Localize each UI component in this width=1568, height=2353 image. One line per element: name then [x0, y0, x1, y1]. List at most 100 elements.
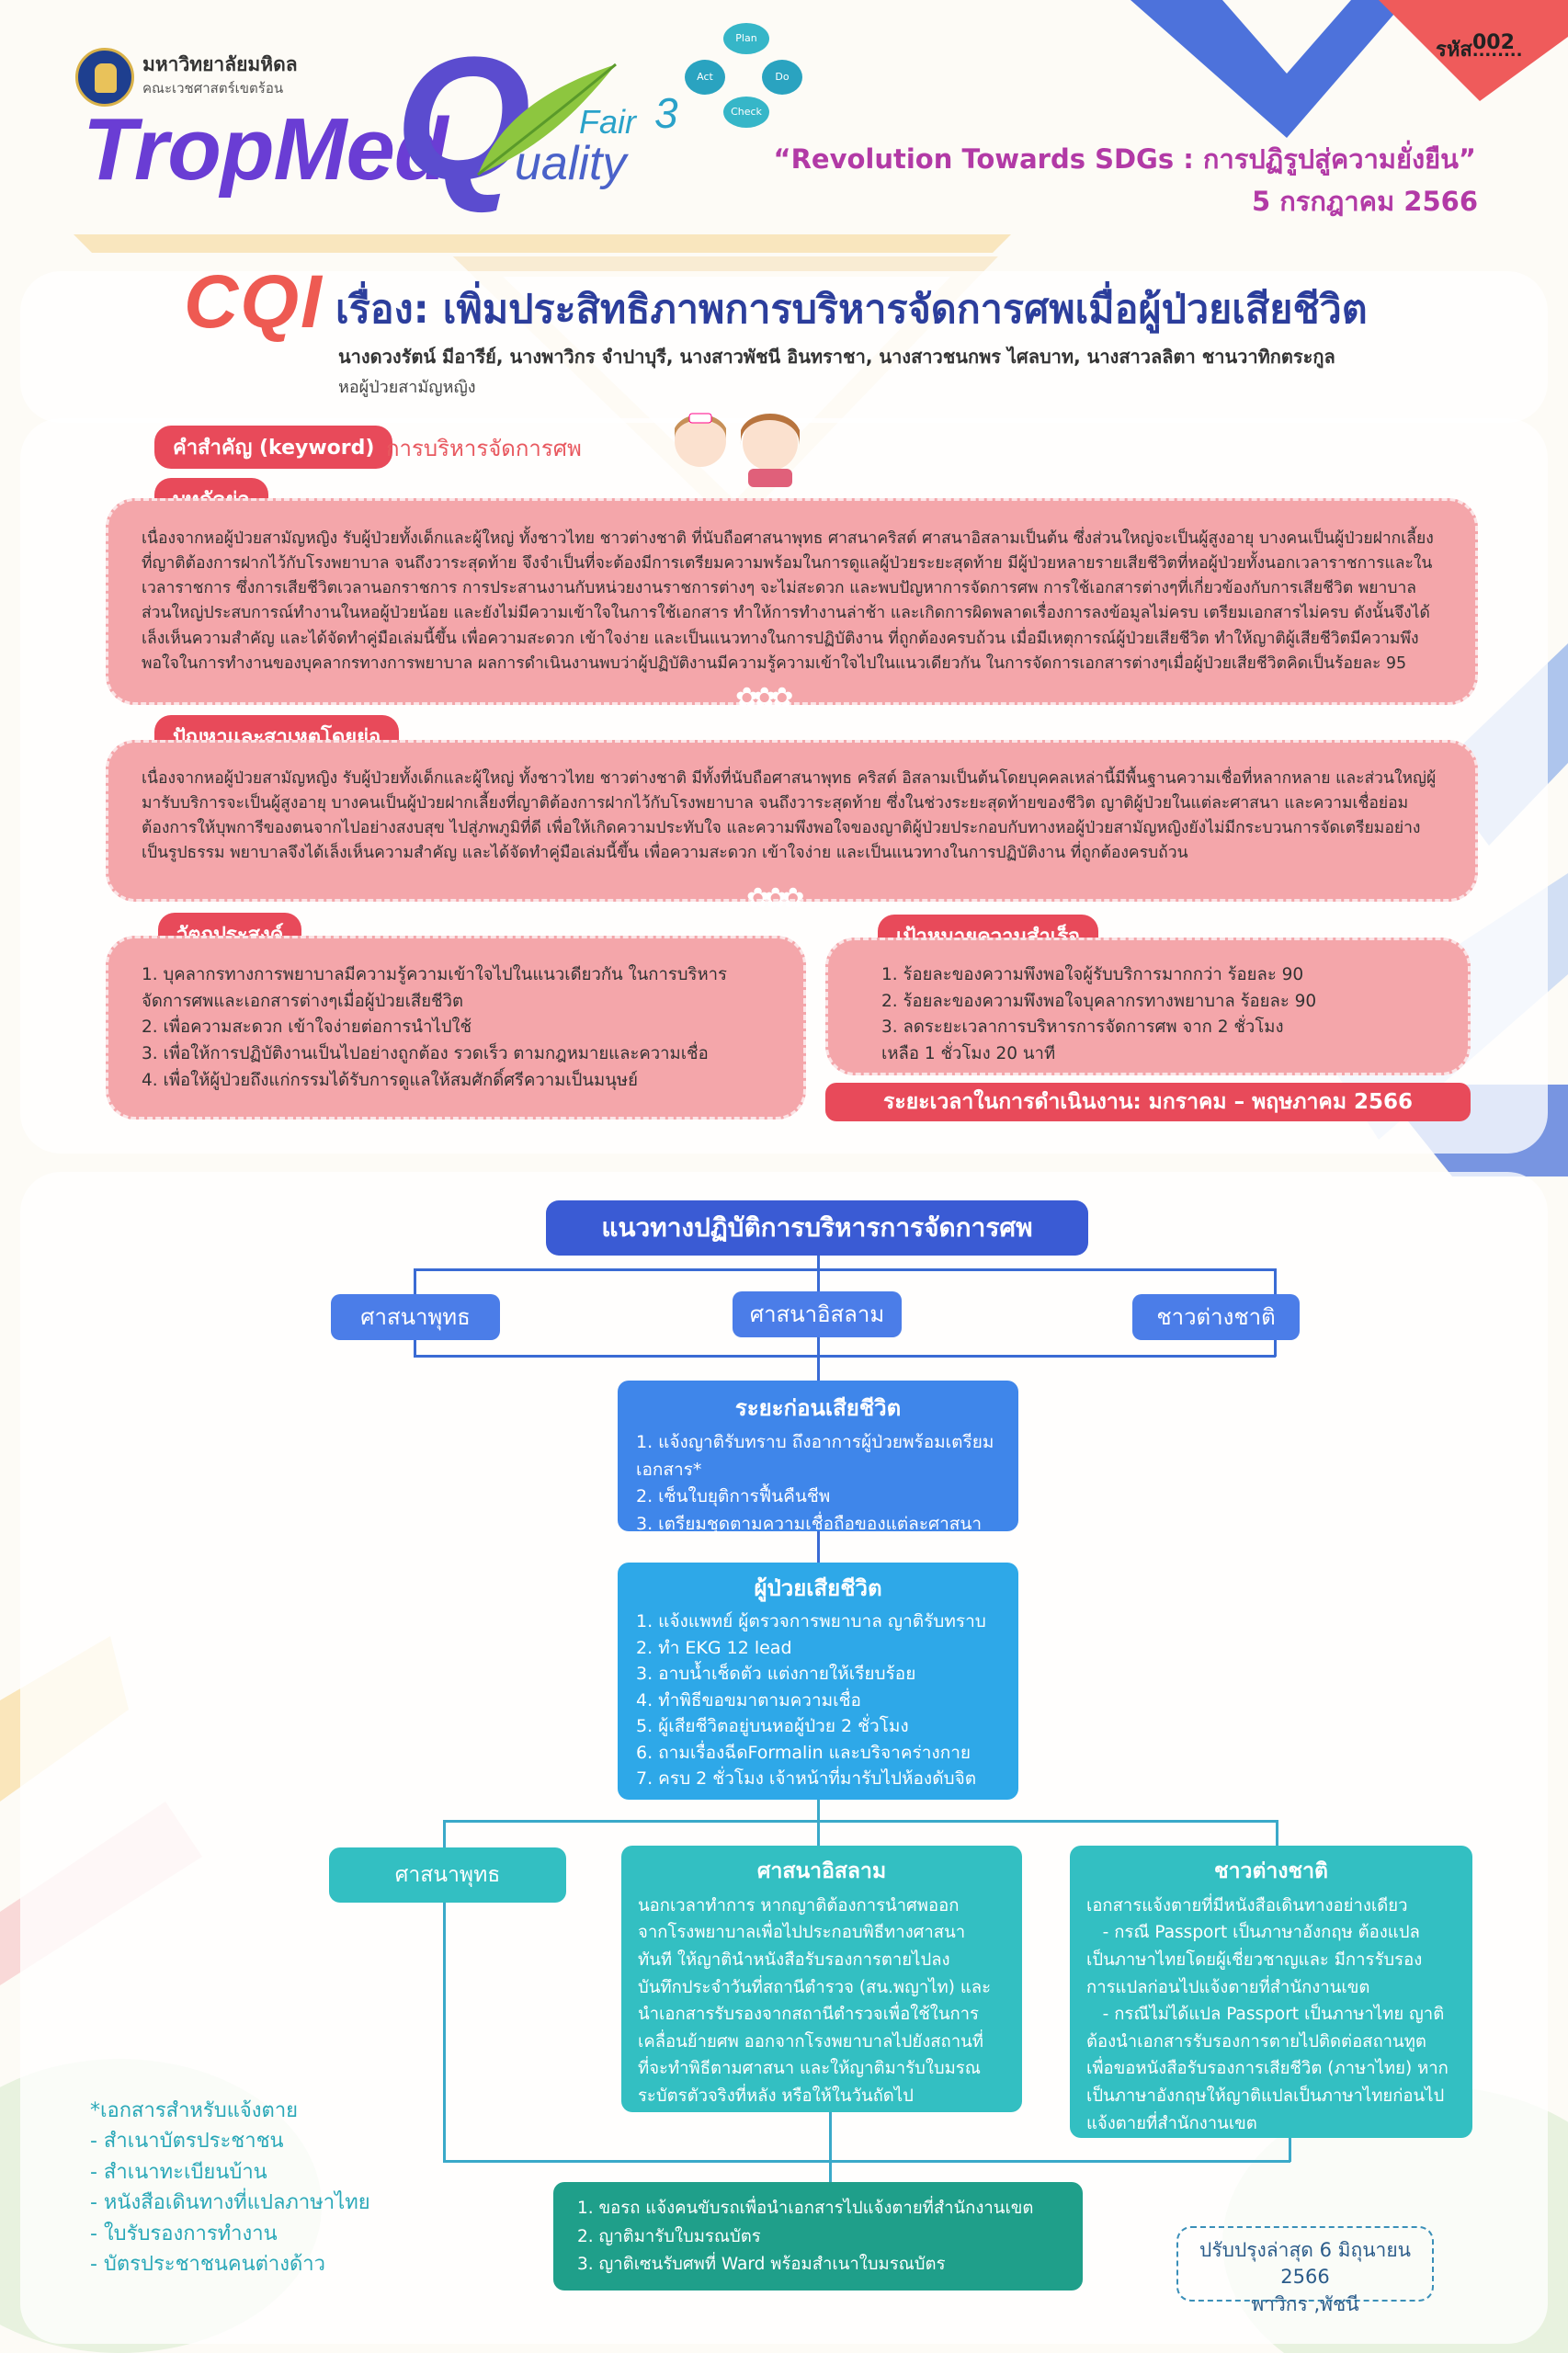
foreign-line: ต้องนำเอกสารรับรองการตายไปติดต่อสถานทูต	[1086, 2031, 1426, 2052]
problem-text: เนื่องจากหอผู้ป่วยสามัญหญิง รับผู้ป่วยทั…	[142, 769, 1437, 863]
cqi-logo: CQI	[184, 260, 324, 344]
pre-death-title: ระยะก่อนเสียชีวิต	[734, 1395, 902, 1421]
pdca-check: Check	[723, 97, 769, 128]
connector	[414, 1355, 1276, 1358]
religion-buddhism: ศาสนาพุทธ	[331, 1294, 500, 1340]
objective-item: 2. เพื่อความสะดวก เข้าใจง่ายต่อการนำไปใช…	[142, 1017, 472, 1038]
nurse-icon	[675, 413, 800, 487]
notes-item: - สำเนาบัตรประชาชน	[90, 2130, 284, 2154]
islam-box: ศาสนาอิสลาม นอกเวลาทำการ หากญาติต้องการน…	[621, 1846, 1022, 2112]
pdca-plan: Plan	[723, 23, 769, 54]
connector	[1274, 1340, 1277, 1357]
islam-line: บันทึกประจำวันที่สถานีตำรวจ (สน.พญาไท) แ…	[638, 1977, 992, 1997]
death-item: 4. ทำพิธีขอขมาตามความเชื่อ	[636, 1689, 861, 1711]
connector	[443, 1820, 1278, 1823]
pre-death-item: 3. เตรียมชุดตามความเชื่อถือของแต่ละศาสนา	[636, 1513, 983, 1534]
goals-list: 1. ร้อยละของความพึงพอใจผู้รับบริการมากกว…	[881, 962, 1415, 1068]
connector	[817, 1337, 820, 1381]
foreign-line: - กรณีไม่ได้แปล Passport เป็นภาษาไทย ญาต…	[1086, 2005, 1445, 2025]
author-list: นางดวงรัตน์ มีอารีย์, นางพาวิกร จำปาบุรี…	[338, 346, 1335, 368]
document-notes: *เอกสารสำหรับแจ้งตาย - สำเนาบัตรประชาชน …	[90, 2096, 370, 2280]
connector	[414, 1340, 416, 1357]
foreign-line: แจ้งตายที่สำนักงานเขต	[1086, 2113, 1257, 2133]
foreign-line: เพื่อขอหนังสือรับรองการเสียชีวิต (ภาษาไท…	[1086, 2059, 1449, 2079]
faculty-name: คณะเวชศาสตร์เขตร้อน	[142, 80, 284, 97]
death-item: 3. อาบน้ำเช็ดตัว แต่งกายให้เรียบร้อย	[636, 1664, 916, 1684]
university-name: มหาวิทยาลัยมหิดล	[142, 53, 298, 75]
connector	[443, 2160, 1290, 2163]
connector	[1276, 1820, 1278, 1847]
foreign-line: เป็นภาษาอังกฤษให้ญาติแปลเป็นภาษาไทยก่อนไ…	[1086, 2086, 1445, 2106]
flower-divider-icon: ✿✿✿	[735, 682, 793, 714]
connector	[829, 2112, 832, 2182]
abstract-text: เนื่องจากหอผู้ป่วยสามัญหญิง รับผู้ป่วยทั…	[142, 529, 1434, 673]
islam-line: ระบัตรตัวจริงที่หลัง หรือให้ในวันถัดไป	[638, 2086, 914, 2106]
foreign-line: - กรณี Passport เป็นภาษาอังกฤษ ต้องแปล	[1086, 1923, 1420, 1943]
religion-islam: ศาสนาอิสลาม	[733, 1291, 902, 1337]
notes-item: - บัตรประชาชนคนต่างด้าว	[90, 2253, 325, 2277]
islam-line: จากโรงพยาบาลเพื่อไปประกอบพิธีทางศาสนา	[638, 1923, 966, 1943]
goals-box: 1. ร้อยละของความพึงพอใจผู้รับบริการมากกว…	[825, 938, 1471, 1075]
event-date: 5 กรกฎาคม 2566	[1251, 186, 1478, 217]
problem-box: เนื่องจากหอผู้ป่วยสามัญหญิง รับผู้ป่วยทั…	[106, 740, 1478, 902]
objective-item: 1. บุคลากรทางการพยาบาลมีความรู้ความเข้าใ…	[142, 965, 727, 1011]
goal-item: 3. ลดระยะเวลาการบริหารการจัดการศพ จาก 2 …	[881, 1017, 1284, 1038]
final-steps-box: 1. ขอรถ แจ้งคนขับรถเพื่อนำเอกสารไปแจ้งตา…	[553, 2182, 1083, 2290]
objective-item: 4. เพื่อให้ผู้ป่วยถึงแก่กรรมได้รับการดูแ…	[142, 1070, 638, 1090]
update-authors: พาวิกร ,พัชนี	[1251, 2292, 1359, 2315]
death-item: 5. ผู้เสียชีวิตอยู่บนหอผู้ป่วย 2 ชั่วโมง	[636, 1716, 909, 1736]
leaf-icon	[477, 63, 617, 176]
final-step: 1. ขอรถ แจ้งคนขับรถเพื่อนำเอกสารไปแจ้งตา…	[577, 2199, 1034, 2218]
pdca-do: Do	[762, 60, 802, 95]
brand-tropmed: TropMed	[83, 100, 449, 199]
connector	[414, 1268, 1276, 1271]
brand-number: 3	[654, 89, 678, 137]
last-updated-note: ปรับปรุงล่าสุด 6 มิถุนายน 2566 พาวิกร ,พ…	[1176, 2226, 1434, 2315]
nurse-illustration	[662, 404, 818, 487]
pre-death-item: 1. แจ้งญาติรับทราบ ถึงอาการผู้ป่วยพร้อมเ…	[636, 1432, 994, 1480]
update-date: ปรับปรุงล่าสุด 6 มิถุนายน 2566	[1199, 2239, 1411, 2289]
foreign-line: เอกสารแจ้งตายที่มีหนังสือเดินทางอย่างเดี…	[1086, 1895, 1408, 1915]
objectives-box: 1. บุคลากรทางการพยาบาลมีความรู้ความเข้าใ…	[106, 936, 806, 1120]
keyword-label: คำสำคัญ (keyword)	[154, 426, 393, 469]
pdca-cycle: Plan Do Check Act	[685, 23, 804, 133]
notes-item: - สำเนาทะเบียนบ้าน	[90, 2160, 267, 2184]
notes-item: - หนังสือเดินทางที่แปลภาษาไทย	[90, 2191, 370, 2215]
abstract-box: เนื่องจากหอผู้ป่วยสามัญหญิง รับผู้ป่วยทั…	[106, 498, 1478, 705]
poster-title: เรื่อง: เพิ่มประสิทธิภาพการบริหารจัดการศ…	[335, 287, 1368, 333]
buddhism-box: ศาสนาพุทธ	[329, 1847, 566, 1903]
islam-title: ศาสนาอิสลาม	[756, 1859, 887, 1883]
event-theme: “Revolution Towards SDGs : การปฏิรูปสู่ค…	[773, 143, 1476, 175]
keyword-value: การบริหารจัดการศพ	[386, 436, 582, 461]
death-item: 6. ถามเรื่องฉีดFormalin และบริจาคร่างกาย	[636, 1742, 971, 1763]
final-step: 3. ญาติเซนรับศพที่ Ward พร้อมสำเนาใบมรณบ…	[577, 2255, 946, 2275]
flower-divider-icon-2: ✿✿✿	[746, 882, 804, 915]
connector	[443, 1903, 446, 2162]
islam-line: เคลื่อนย้ายศพ ออกจากโรงพยาบาลไปยังสถานที…	[638, 2031, 983, 2052]
foreign-line: การแปลก่อนไปแจ้งตายที่สำนักงานเขต	[1086, 1977, 1370, 1997]
pre-death-box: ระยะก่อนเสียชีวิต 1. แจ้งญาติรับทราบ ถึง…	[618, 1381, 1018, 1534]
connector	[1274, 1268, 1277, 1294]
connector	[414, 1268, 416, 1294]
notes-item: - ใบรับรองการทำงาน	[90, 2222, 278, 2245]
flowchart-heading: แนวทางปฏิบัติการบริหารการจัดการศพ	[546, 1200, 1088, 1256]
foreign-box: ชาวต่างชาติ เอกสารแจ้งตายที่มีหนังสือเดิ…	[1070, 1846, 1472, 2138]
death-title: ผู้ป่วยเสียชีวิต	[754, 1575, 882, 1601]
goal-item: เหลือ 1 ชั่วโมง 20 นาที	[881, 1044, 1056, 1064]
connector	[817, 1256, 820, 1296]
pdca-act: Act	[685, 60, 725, 95]
pre-death-item: 2. เซ็นใบยุติการฟื้นคืนชีพ	[636, 1486, 831, 1507]
university-seal-icon	[75, 48, 134, 107]
objective-item: 3. เพื่อให้การปฏิบัติงานเป็นไปอย่างถูกต้…	[142, 1044, 709, 1064]
title-panel	[20, 271, 1548, 423]
islam-line: ทันที ให้ญาตินำหนังสือรับรองการตายไปลง	[638, 1949, 950, 1970]
connector	[817, 1529, 820, 1564]
poster-code: รหัส........	[1436, 39, 1523, 62]
islam-line: นอกเวลาทำการ หากญาติต้องการนำศพออก	[638, 1895, 960, 1915]
foreign-title: ชาวต่างชาติ	[1214, 1859, 1328, 1883]
code-value: 002	[1472, 31, 1515, 54]
connector	[1289, 2138, 1291, 2162]
objectives-list: 1. บุคลากรทางการพยาบาลมีความรู้ความเข้าใ…	[142, 962, 770, 1094]
death-item: 1. แจ้งแพทย์ ผู้ตรวจการพยาบาล ญาติรับทรา…	[636, 1611, 986, 1631]
final-step: 2. ญาติมารับใบมรณบัตร	[577, 2226, 761, 2246]
